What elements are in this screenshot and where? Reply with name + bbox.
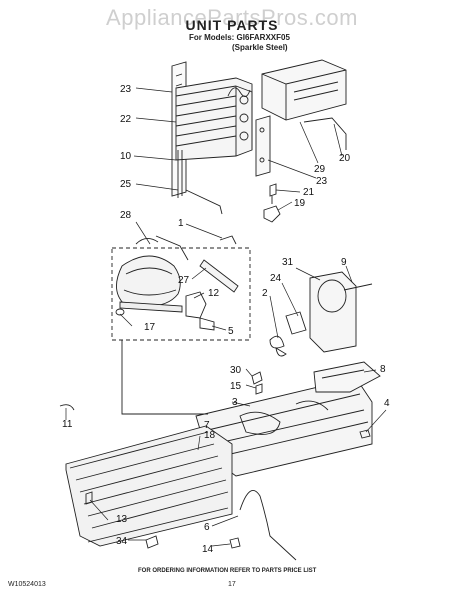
callout-14: 14 — [202, 544, 214, 555]
callout-25: 25 — [120, 179, 132, 190]
callout-20: 20 — [339, 153, 351, 164]
callout-29: 29 — [314, 164, 326, 175]
callout-5: 5 — [228, 326, 234, 337]
callout-9: 9 — [341, 257, 347, 268]
callout-28: 28 — [120, 210, 132, 221]
page-title: UNIT PARTS — [185, 17, 279, 33]
document-number: W10524013 — [8, 581, 46, 588]
watermark: AppliancePartsPros.com — [106, 5, 358, 30]
callout-13: 13 — [116, 514, 128, 525]
callout-23-top: 23 — [120, 84, 132, 95]
callout-11: 11 — [62, 419, 73, 430]
callout-19: 19 — [294, 198, 306, 209]
callout-21: 21 — [303, 187, 315, 198]
callout-7: 7 — [204, 420, 210, 431]
callout-6: 6 — [204, 522, 210, 533]
callout-3: 3 — [232, 397, 238, 408]
callout-22: 22 — [120, 114, 132, 125]
callout-23-right: 23 — [316, 176, 328, 187]
callout-2: 2 — [262, 288, 268, 299]
ordering-note: FOR ORDERING INFORMATION REFER TO PARTS … — [138, 568, 317, 574]
callout-1: 1 — [178, 218, 184, 229]
models-label: For Models: GI6FARXXF05 — [189, 33, 290, 42]
callout-15: 15 — [230, 381, 242, 392]
callout-24: 24 — [270, 273, 282, 284]
callout-12: 12 — [208, 288, 220, 299]
callout-31: 31 — [282, 257, 294, 268]
callout-34: 34 — [116, 536, 128, 547]
callout-8: 8 — [380, 364, 386, 375]
callout-10: 10 — [120, 151, 132, 162]
callout-17: 17 — [144, 322, 156, 333]
callout-27: 27 — [178, 275, 190, 286]
color-label: (Sparkle Steel) — [232, 43, 288, 52]
callout-18: 18 — [204, 430, 216, 441]
page-number: 17 — [228, 581, 236, 588]
callout-4: 4 — [384, 398, 390, 409]
callout-30: 30 — [230, 365, 242, 376]
